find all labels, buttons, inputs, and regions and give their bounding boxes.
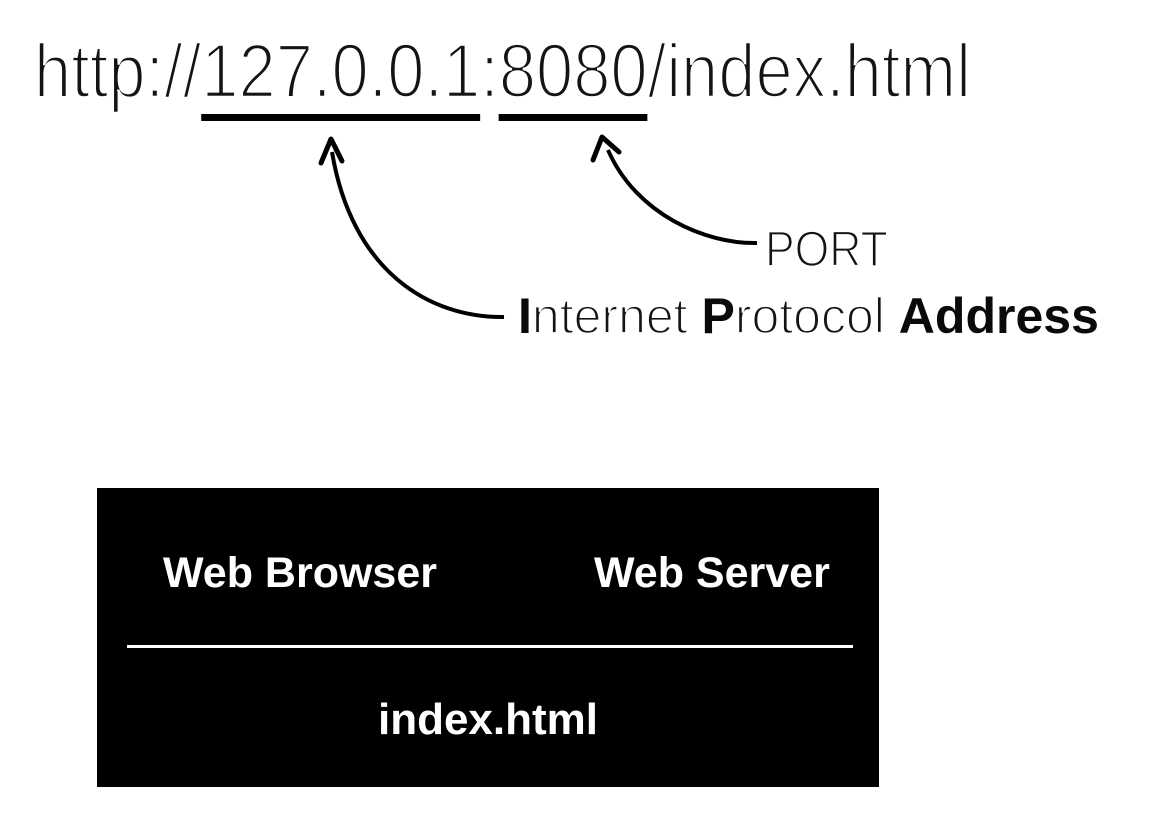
port-label: PORT <box>764 220 888 278</box>
ip-label-bold-p: P <box>701 288 735 344</box>
port-arrow-head <box>590 134 622 163</box>
index-file-label: index.html <box>377 695 599 744</box>
ip-arrow-shaft <box>330 151 505 320</box>
ip-label-thin-rotocol: rotocol <box>734 287 899 345</box>
box-divider-line <box>127 645 853 648</box>
server-diagram-box: Web Browser Web Server index.html <box>97 488 879 787</box>
port-arrow-shaft <box>606 149 758 246</box>
url-port-separator: : <box>479 28 500 116</box>
url-ip-address: 127.0.0.1 <box>200 28 481 121</box>
url-scheme: http:// <box>33 28 203 116</box>
ip-label-bold-i: I <box>518 288 532 344</box>
url-port: 8080 <box>498 28 649 121</box>
url-text: http://127.0.0.1:8080/index.html <box>33 28 972 121</box>
ip-arrow-head <box>318 136 345 166</box>
ip-label-thin-nternet: nternet <box>531 287 702 345</box>
ip-address-label: Internet Protocol Address <box>518 287 1099 346</box>
ip-label-bold-address: Address <box>898 288 1099 344</box>
web-server-label: Web Server <box>594 549 830 597</box>
web-browser-label: Web Browser <box>163 549 437 597</box>
url-path: /index.html <box>646 28 972 116</box>
